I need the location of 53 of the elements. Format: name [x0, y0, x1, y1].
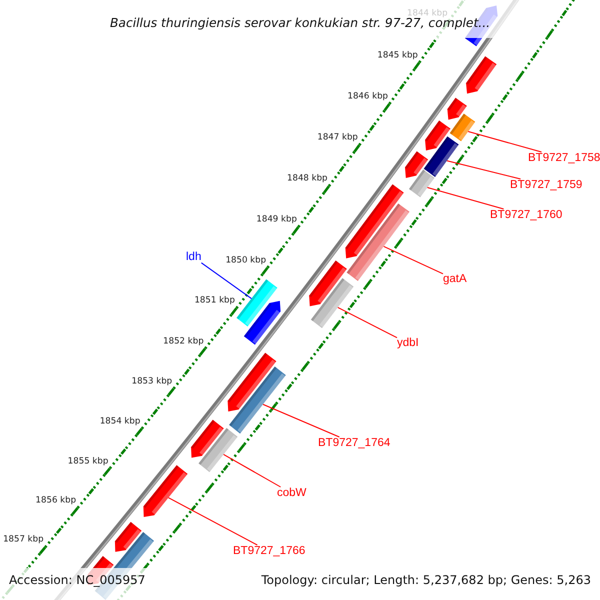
- leader-line: [426, 187, 504, 210]
- leader-line: [383, 246, 444, 274]
- gene-feature: [191, 420, 224, 458]
- gene-feature: [450, 114, 476, 142]
- gene-feature: [229, 366, 286, 434]
- gene-feature: [114, 522, 142, 552]
- gene-feature: [309, 260, 347, 306]
- gene-feature: [447, 98, 467, 120]
- tick-label: 1850 kbp: [226, 256, 266, 266]
- leader-line: [446, 160, 522, 180]
- tick-label: 1846 kbp: [348, 92, 388, 102]
- gene-label: ydbI: [397, 337, 419, 350]
- tick-label: 1851 kbp: [194, 296, 235, 306]
- gene-feature: [310, 278, 354, 328]
- leader-line: [337, 306, 398, 338]
- gene-label: BT9727_1759: [510, 179, 582, 192]
- gene-label: BT9727_1766: [233, 545, 306, 558]
- gene-label: cobW: [277, 487, 306, 500]
- tick-label: 1847 kbp: [317, 134, 358, 144]
- accession-text: Accession: NC_005957: [9, 574, 146, 588]
- map-title: Bacillus thuringiensis serovar konkukian str. 97-27, complet...: [110, 17, 490, 31]
- gene-feature: [424, 136, 459, 178]
- gene-feature: [425, 120, 450, 150]
- tick-label: 1853 kbp: [132, 377, 172, 387]
- leader-line: [468, 131, 542, 152]
- leader-line: [223, 454, 282, 488]
- gene-feature: [236, 279, 278, 326]
- gene-label: ldh: [186, 251, 202, 264]
- gene-feature: [466, 56, 497, 94]
- tick-label: 1856 kbp: [36, 496, 76, 506]
- gene-feature: [345, 184, 404, 258]
- gene-label: gatA: [443, 273, 467, 286]
- leader-line: [200, 262, 252, 300]
- tick-label: 1848 kbp: [287, 174, 328, 184]
- genome-summary: Topology: circular; Length: 5,237,682 bp; Genes: 5,263: [261, 574, 591, 588]
- tick-label: 1857 kbp: [3, 536, 44, 546]
- leader-line: [262, 404, 340, 438]
- gene-feature: [408, 170, 434, 198]
- gene-label: BT9727_1764: [318, 437, 390, 450]
- leader-line: [168, 497, 258, 546]
- gene-feature: [404, 151, 428, 178]
- gene-feature: [198, 428, 238, 472]
- tick-label: 1852 kbp: [163, 336, 204, 346]
- tick-label: 1854 kbp: [100, 417, 140, 426]
- gene-label: BT9727_1760: [490, 209, 562, 222]
- tick-label: 1855 kbp: [68, 456, 108, 466]
- tick-label: 1849 kbp: [256, 216, 297, 225]
- gene-feature: [228, 352, 276, 412]
- gene-label: BT9727_1758: [528, 152, 600, 165]
- tick-label: 1845 kbp: [377, 51, 418, 61]
- gene-feature: [244, 300, 281, 345]
- gene-feature: [346, 203, 410, 281]
- gene-feature: [143, 465, 188, 518]
